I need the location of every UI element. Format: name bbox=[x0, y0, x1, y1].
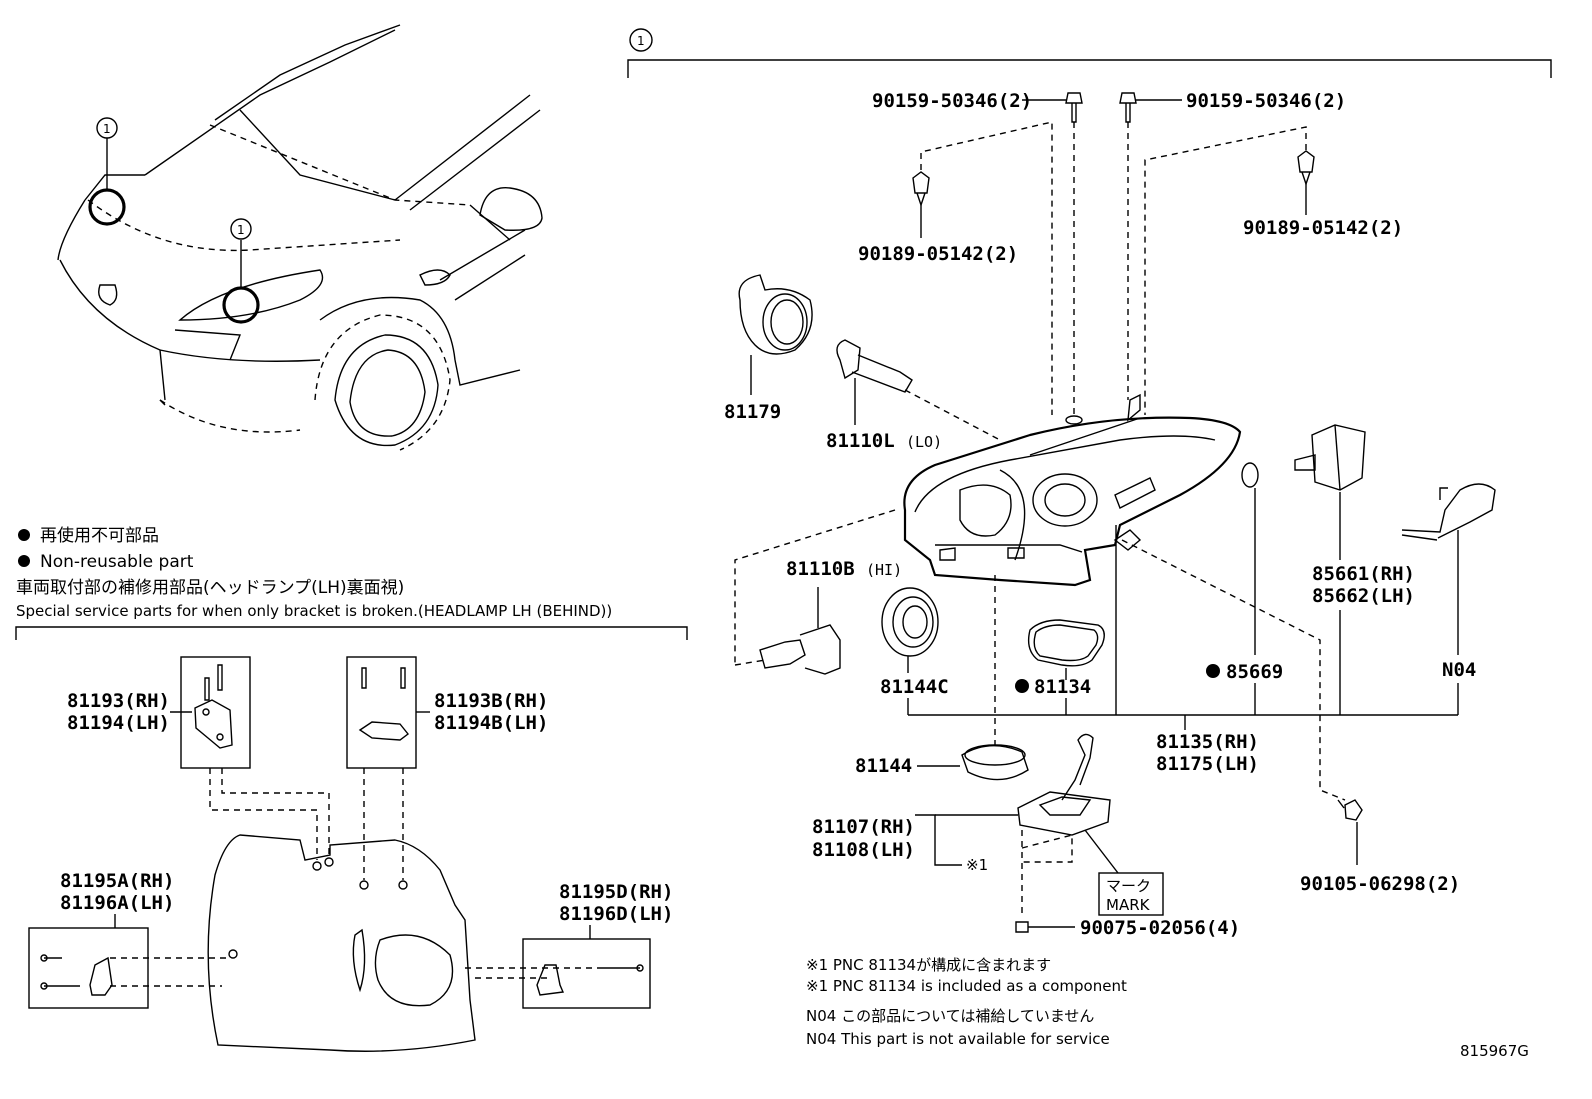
label-81194: 81194(LH) bbox=[67, 712, 170, 734]
label-85669: 85669 bbox=[1226, 661, 1283, 683]
label-90159-right: 90159-50346(2) bbox=[1186, 90, 1346, 112]
callout-1a: 1 bbox=[103, 122, 111, 136]
label-81110B-sub: (HI) bbox=[866, 561, 902, 579]
label-81196D: 81196D(LH) bbox=[559, 903, 673, 925]
legend-special-en: Special service parts for when only brac… bbox=[16, 602, 612, 620]
callout-1-main: 1 bbox=[637, 34, 645, 48]
legend-bullet-en: Non-reusable part bbox=[40, 552, 194, 572]
label-90105: 90105-06298(2) bbox=[1300, 873, 1460, 895]
label-90159-left: 90159-50346(2) bbox=[872, 90, 1032, 112]
bracket-section: 81193(RH) 81194(LH) 81193B(RH) 81194B(LH… bbox=[28, 656, 673, 1052]
label-90075: 90075-02056(4) bbox=[1080, 917, 1240, 939]
label-85661: 85661(RH) bbox=[1312, 563, 1415, 585]
label-81144C: 81144C bbox=[880, 676, 949, 698]
label-star-1: ※1 bbox=[966, 856, 988, 874]
exploded-view: 1 90159-50346(2) 90159-50346(2) 90189-05… bbox=[627, 28, 1552, 939]
bullet-icon bbox=[18, 529, 30, 541]
label-90189-left: 90189-05142(2) bbox=[858, 243, 1018, 265]
label-81108: 81108(LH) bbox=[812, 839, 915, 861]
label-81134: 81134 bbox=[1034, 676, 1091, 698]
legend-bullet-jp: 再使用不可部品 bbox=[40, 525, 159, 546]
label-81195D: 81195D(RH) bbox=[559, 881, 673, 903]
legend: 再使用不可部品 Non-reusable part 車両取付部の補修用部品(ヘッ… bbox=[15, 525, 688, 640]
label-81110L: 81110L bbox=[826, 430, 895, 452]
footnote-2-jp: N04 この部品については補給していません bbox=[806, 1007, 1094, 1025]
vehicle-overview: 1 1 bbox=[57, 24, 543, 451]
footnotes: ※1 PNC 81134が構成に含まれます ※1 PNC 81134 is in… bbox=[806, 956, 1529, 1060]
callout-1b: 1 bbox=[237, 223, 245, 237]
label-81193B: 81193B(RH) bbox=[434, 690, 548, 712]
diagram-id: 815967G bbox=[1460, 1042, 1529, 1060]
mark-en: MARK bbox=[1106, 896, 1151, 914]
label-81194B: 81194B(LH) bbox=[434, 712, 548, 734]
legend-special-jp: 車両取付部の補修用部品(ヘッドランプ(LH)裏面視) bbox=[16, 577, 404, 598]
footnote-2-en: N04 This part is not available for servi… bbox=[806, 1030, 1110, 1048]
label-81110L-sub: (LO) bbox=[906, 433, 942, 451]
bullet-icon bbox=[18, 555, 30, 567]
label-81175: 81175(LH) bbox=[1156, 753, 1259, 775]
label-85662: 85662(LH) bbox=[1312, 585, 1415, 607]
label-N04: N04 bbox=[1442, 659, 1476, 681]
footnote-1-en: ※1 PNC 81134 is included as a component bbox=[806, 977, 1127, 995]
label-81107: 81107(RH) bbox=[812, 816, 915, 838]
label-81195A: 81195A(RH) bbox=[60, 870, 174, 892]
label-81135: 81135(RH) bbox=[1156, 731, 1259, 753]
mark-jp: マーク bbox=[1106, 877, 1151, 895]
label-81144: 81144 bbox=[855, 755, 912, 777]
label-81110B: 81110B bbox=[786, 558, 855, 580]
label-90189-right: 90189-05142(2) bbox=[1243, 217, 1403, 239]
label-81196A: 81196A(LH) bbox=[60, 892, 174, 914]
label-81193: 81193(RH) bbox=[67, 690, 170, 712]
non-reusable-bullet-icon bbox=[1206, 664, 1220, 678]
label-81179: 81179 bbox=[724, 401, 781, 423]
footnote-1-jp: ※1 PNC 81134が構成に含まれます bbox=[806, 956, 1051, 974]
non-reusable-bullet-icon bbox=[1015, 679, 1029, 693]
